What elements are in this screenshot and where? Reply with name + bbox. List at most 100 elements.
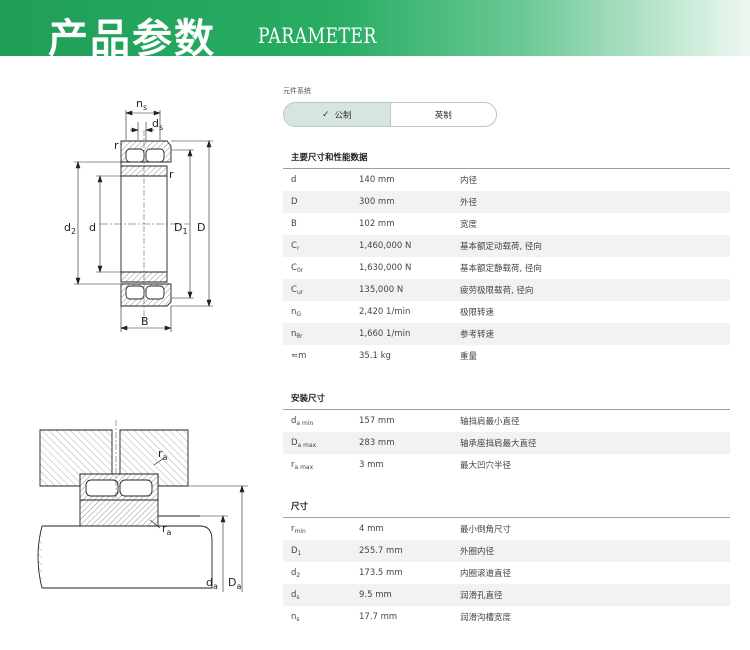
param-description: 极限转速 [460,308,495,318]
label-d2: d2 [64,221,76,236]
param-value: 3 mm [359,460,384,470]
mounting-dimensions [149,457,248,592]
banner-title: 产品参数 [48,16,216,56]
unit-option-metric-label: 公制 [334,110,352,121]
param-value: 2,420 1/min [359,307,411,317]
drawing-labels-lower: ra ra da Da [158,447,241,591]
table-dimensions: rmin 4 mm 最小倒角尺寸 D1 255.7 mm 外圈内径 d2 173.5 mm 内圈… [283,517,730,628]
table-row: ns 17.7 mm 润滑沟槽宽度 [283,606,730,628]
table-row: ds 9.5 mm 润滑孔直径 [283,584,730,606]
param-symbol: d [291,174,297,185]
param-symbol: rmin [291,523,306,535]
param-symbol: ds [291,589,300,601]
param-symbol: nθr [291,328,303,340]
table-row: ra max 3 mm 最大凹穴半径 [283,454,730,476]
unit-option-metric[interactable]: ✓ 公制 [284,103,391,126]
param-symbol: da min [291,415,314,427]
param-description: 润滑沟槽宽度 [460,613,512,623]
label-r-left: r [114,139,119,152]
param-description: 最大凹穴半径 [460,461,512,471]
label-r-right: r [169,168,174,181]
unit-system-label: 元件系统 [283,87,311,95]
param-description: 宽度 [460,220,478,230]
param-symbol: D1 [291,545,302,557]
param-symbol: nG [291,306,302,318]
param-value: 1,460,000 N [359,241,412,251]
param-value: 1,660 1/min [359,329,411,339]
parameter-panel: 元件系统 ✓ 公制 英制 主要尺寸和性能数据 d 140 mm 内径 D 300 mm 外… [283,56,730,650]
param-description: 轴承座挡肩最大直径 [460,439,537,449]
param-value: 173.5 mm [359,568,403,578]
unit-option-imperial-label: 英制 [434,110,452,121]
check-icon: ✓ [321,109,330,120]
param-description: 参考转速 [460,330,495,340]
param-description: 内径 [460,176,478,186]
param-value: 1,630,000 N [359,263,412,273]
param-description: 轴挡肩最小直径 [460,417,520,427]
param-description: 基本额定动载荷, 径向 [460,242,542,252]
label-B: B [141,315,149,328]
param-value: 283 mm [359,438,395,448]
param-value: 4 mm [359,524,384,534]
param-value: 17.7 mm [359,612,398,622]
param-symbol: D [291,196,298,207]
param-description: 最小倒角尺寸 [460,525,512,535]
param-description: 外径 [460,198,478,208]
param-value: 35.1 kg [359,351,391,361]
table-row: D1 255.7 mm 外圈内径 [283,540,730,562]
table-row: nG 2,420 1/min 极限转速 [283,301,730,323]
param-value: 102 mm [359,219,395,229]
param-value: 135,000 N [359,285,404,295]
param-symbol: C0r [291,262,304,274]
param-value: 255.7 mm [359,546,403,556]
unit-system-toggle: ✓ 公制 英制 [283,102,497,127]
param-symbol: ra max [291,459,314,471]
label-ra-top: ra [158,447,168,462]
unit-option-imperial[interactable]: 英制 [391,103,497,126]
bearing-drawing-svg: ns ds r r d2 d D1 D B [37,97,248,592]
table-row: D 300 mm 外径 [283,191,730,213]
param-description: 内圈滚道直径 [460,569,512,579]
label-Da: Da [228,576,241,591]
label-ns: ns [136,97,147,112]
header-banner: 产品参数 PARAMETER [0,0,750,56]
param-symbol: ns [291,611,300,623]
table-row: ≈m 35.1 kg 重量 [283,345,730,367]
table-row: B 102 mm 宽度 [283,213,730,235]
param-value: 9.5 mm [359,590,392,600]
bearing-drawing: ns ds r r d2 d D1 D B [0,56,270,650]
param-symbol: d2 [291,567,301,579]
param-symbol: B [291,218,297,229]
table-row: Da max 283 mm 轴承座挡肩最大直径 [283,432,730,454]
table-row: d 140 mm 内径 [283,169,730,191]
label-da: da [206,576,218,591]
param-description: 疲劳极限载荷, 径向 [460,286,534,296]
section-title-main: 主要尺寸和性能数据 [291,153,368,163]
param-symbol: ≈m [291,350,307,361]
label-D1: D1 [174,221,188,236]
table-row: da min 157 mm 轴挡肩最小直径 [283,410,730,432]
table-mounting-dimensions: da min 157 mm 轴挡肩最小直径 Da max 283 mm 轴承座挡肩最大直径… [283,409,730,476]
label-D: D [197,221,205,234]
section-title-mounting: 安装尺寸 [291,394,326,404]
section-title-dimensions: 尺寸 [291,502,309,512]
table-row: rmin 4 mm 最小倒角尺寸 [283,518,730,540]
table-row: d2 173.5 mm 内圈滚道直径 [283,562,730,584]
param-description: 外圈内径 [460,547,495,557]
dimension-lines [74,110,213,332]
drawing-labels-upper: ns ds r r d2 d D1 D B [64,97,205,328]
param-value: 140 mm [359,175,395,185]
label-ra-bottom: ra [162,522,172,537]
param-value: 157 mm [359,416,395,426]
banner-subtitle: PARAMETER [258,24,377,48]
table-row: nθr 1,660 1/min 参考转速 [283,323,730,345]
param-symbol: Da max [291,437,317,449]
param-description: 润滑孔直径 [460,591,503,601]
param-description: 重量 [460,352,478,362]
param-value: 300 mm [359,197,395,207]
mounting-section [37,429,213,589]
